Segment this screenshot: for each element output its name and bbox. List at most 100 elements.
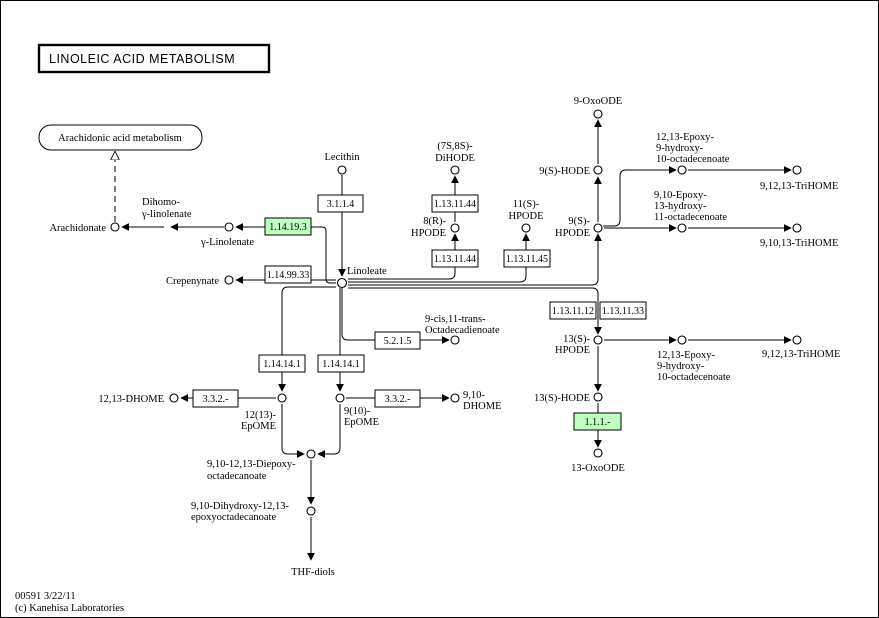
label-dihode-1: (7S,8S)-	[437, 141, 473, 152]
enzyme-label: 1.14.14.1	[263, 359, 301, 370]
label-dihomo-2: γ-linolenate	[141, 209, 192, 220]
label-9s-hpode-2: HPODE	[555, 228, 590, 239]
enzyme-label: 1.1.1.-	[585, 417, 611, 428]
node-lecithin[interactable]	[337, 165, 347, 175]
label-dihydroxy-2: epoxyoctadecanoate	[191, 512, 276, 523]
label-arachidonate: Arachidonate	[49, 223, 106, 234]
node-trihome-bottom[interactable]	[792, 335, 802, 345]
enzyme-1-13-11-44-top[interactable]: 1.13.11.44	[431, 194, 479, 213]
node-arachidonate[interactable]	[110, 222, 120, 232]
label-1213-epome-1: 12(13)-	[245, 410, 277, 421]
label-dihydroxy-1: 9,10-Dihydroxy-12,13-	[191, 501, 289, 512]
label-8r-hpode-1: 8(R)-	[423, 216, 446, 227]
node-910-dhome[interactable]	[450, 393, 460, 403]
label-1213-dhome: 12,13-DHOME	[98, 394, 164, 405]
label-epoxy-bottom-1: 12,13-Epoxy-	[657, 350, 716, 361]
node-octadecadienoate[interactable]	[450, 335, 460, 345]
enzyme-label: 1.13.11.33	[602, 306, 644, 317]
enzyme-label: 3.3.2.-	[203, 394, 229, 405]
enzyme-1-1-1[interactable]: 1.1.1.-	[573, 412, 622, 431]
footer-id-date: 00591 3/22/11	[15, 591, 76, 602]
enzyme-1-13-11-45[interactable]: 1.13.11.45	[503, 249, 551, 268]
enzyme-boxes: 3.1.1.4 1.14.19.3 1.14.99.33 1.13.11.44 …	[192, 194, 647, 431]
label-9s-hode: 9(S)-HODE	[539, 166, 590, 177]
footer-copyright: (c) Kanehisa Laboratories	[15, 603, 124, 614]
label-dihode-2: DiHODE	[435, 153, 475, 164]
label-trihome-mid: 9,10,13-TriHOME	[760, 238, 838, 249]
enzyme-5-2-1-5[interactable]: 5.2.1.5	[374, 331, 421, 350]
label-epoxy-top-3: 10-octadecenoate	[656, 154, 730, 165]
label-diepoxy-2: octadecanoate	[207, 471, 267, 482]
map-link-arachidonic[interactable]	[38, 124, 203, 151]
label-13s-hpode-1: 13(S)-	[563, 334, 590, 345]
node-13-oxoode[interactable]	[593, 448, 603, 458]
enzyme-label: 1.13.11.12	[552, 306, 594, 317]
label-910-dhome-2: DHOME	[463, 401, 502, 412]
label-dihomo-1: Dihomo-	[142, 197, 180, 208]
node-910-epome[interactable]	[335, 393, 345, 403]
enzyme-1-14-14-1-right[interactable]: 1.14.14.1	[317, 354, 365, 373]
node-diepoxy[interactable]	[306, 449, 316, 459]
label-epoxy-910-1: 9,10-Epoxy-	[654, 190, 707, 201]
label-octadecadienoate-1: 9-cis,11-trans-	[425, 314, 486, 325]
label-9s-hpode-1: 9(S)-	[568, 216, 590, 227]
label-epoxy-910-3: 11-octadecenoate	[654, 212, 727, 223]
node-glinolenate[interactable]	[224, 222, 234, 232]
node-trihome-top[interactable]	[792, 165, 802, 175]
label-910-epome-2: EpOME	[344, 417, 379, 428]
label-linoleate: Linoleate	[347, 266, 387, 277]
enzyme-1-13-11-44-bottom[interactable]: 1.13.11.44	[431, 249, 479, 268]
enzyme-label: 3.1.1.4	[327, 199, 355, 210]
enzyme-1-13-11-33[interactable]: 1.13.11.33	[599, 301, 647, 320]
node-1213-epome[interactable]	[277, 393, 287, 403]
label-epoxy-910-2: 13-hydroxy-	[654, 201, 707, 212]
label-trihome-bottom: 9,12,13-TriHOME	[762, 349, 840, 360]
node-trihome-mid[interactable]	[792, 223, 802, 233]
label-crepenynate: Crepenynate	[166, 276, 219, 287]
label-11s-hpode-2: HPODE	[508, 211, 543, 222]
node-dihydroxy[interactable]	[306, 506, 316, 516]
label-lecithin: Lecithin	[325, 152, 361, 163]
node-crepenynate[interactable]	[224, 275, 234, 285]
node-11s-hpode[interactable]	[521, 223, 531, 233]
enzyme-3-3-2-left[interactable]: 3.3.2.-	[192, 389, 239, 408]
enzyme-1-14-14-1-left[interactable]: 1.14.14.1	[258, 354, 306, 373]
map-link-label: Arachidonic acid metabolism	[58, 133, 182, 144]
enzyme-3-1-1-4[interactable]: 3.1.1.4	[317, 194, 364, 213]
enzyme-3-3-2-right[interactable]: 3.3.2.-	[374, 389, 421, 408]
node-8r-hpode[interactable]	[450, 223, 460, 233]
title-box	[37, 43, 271, 74]
enzyme-1-13-11-12[interactable]: 1.13.11.12	[549, 301, 597, 320]
node-13s-hode[interactable]	[593, 392, 603, 402]
node-9s-hode[interactable]	[593, 165, 603, 175]
compound-labels: Arachidonate Dihomo- γ-linolenate γ-Lino…	[49, 96, 840, 578]
label-diepoxy-1: 9,10-12,13-Diepoxy-	[207, 459, 296, 470]
label-trihome-top: 9,12,13-TriHOME	[760, 181, 838, 192]
label-910-dhome-1: 9,10-	[463, 390, 485, 401]
label-13s-hpode-2: HPODE	[555, 345, 590, 356]
compound-nodes	[110, 109, 802, 516]
node-linoleate[interactable]	[336, 277, 348, 289]
node-13s-hpode[interactable]	[593, 335, 603, 345]
node-epoxy-top[interactable]	[677, 165, 687, 175]
enzyme-label: 1.14.19.3	[269, 222, 307, 233]
enzyme-label: 1.13.11.44	[434, 199, 476, 210]
enzyme-1-14-19-3[interactable]: 1.14.19.3	[264, 217, 312, 236]
enzyme-label: 1.13.11.44	[434, 254, 476, 265]
label-910-epome-1: 9(10)-	[344, 406, 371, 417]
node-dihode[interactable]	[450, 165, 460, 175]
node-9s-hpode[interactable]	[593, 223, 603, 233]
label-epoxy-bottom-3: 10-octadecenoate	[657, 372, 731, 383]
label-11s-hpode-1: 11(S)-	[513, 199, 540, 210]
enzyme-label: 5.2.1.5	[384, 336, 412, 347]
enzyme-1-14-99-33[interactable]: 1.14.99.33	[264, 265, 312, 284]
label-epoxy-bottom-2: 9-hydroxy-	[657, 361, 705, 372]
node-9-oxoode[interactable]	[593, 109, 603, 119]
node-epoxy-910[interactable]	[677, 223, 687, 233]
node-epoxy-bottom[interactable]	[677, 335, 687, 345]
label-9-oxoode: 9-OxoODE	[574, 96, 622, 107]
label-13s-hode: 13(S)-HODE	[534, 393, 590, 404]
label-8r-hpode-2: HPODE	[411, 228, 446, 239]
node-1213-dhome[interactable]	[169, 393, 179, 403]
